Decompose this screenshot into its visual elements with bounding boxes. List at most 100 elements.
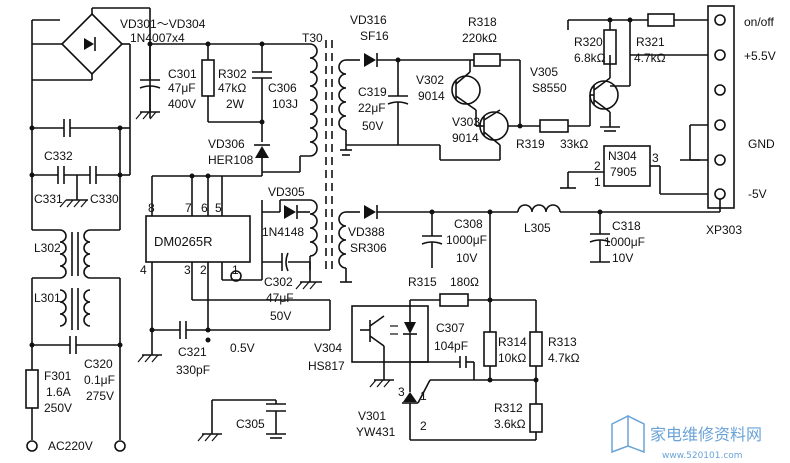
onoff-control [346, 13, 720, 161]
label-c301-v2: 400V [168, 97, 196, 111]
label-c307-v: 104pF [434, 339, 468, 353]
label-v05: 0.5V [230, 341, 255, 355]
label-c332: C332 [44, 149, 73, 163]
label-r302-v2: 2W [226, 97, 245, 111]
label-ac220: AC220V [48, 439, 93, 453]
label-vd305: VD305 [268, 185, 305, 199]
label-ic-p5: 5 [215, 201, 222, 215]
label-r318-v: 220kΩ [462, 31, 497, 45]
label-v305-type: S8550 [532, 81, 567, 95]
label-r320: R320 [574, 35, 603, 49]
label-t30: T30 [302, 31, 323, 45]
label-r315: R315 [408, 275, 437, 289]
label-r314: R314 [498, 335, 527, 349]
label-v305: V305 [530, 65, 558, 79]
label-c320-v1: 0.1μF [84, 373, 115, 387]
label-n304: N304 [608, 149, 637, 163]
label-xp303: XP303 [706, 223, 742, 237]
label-c302: C302 [264, 275, 293, 289]
label-c308-v1: 1000μF [446, 233, 487, 247]
label-r321: R321 [636, 35, 665, 49]
label-ic-p4: 4 [140, 263, 147, 277]
label-c319-v2: 50V [362, 119, 383, 133]
label-r302: R302 [218, 67, 247, 81]
label-r313: R313 [548, 335, 577, 349]
label-r302-v1: 47kΩ [218, 81, 246, 95]
label-v302-type: 9014 [418, 89, 445, 103]
label-pin-55: +5.5V [744, 49, 776, 63]
label-r315-v: 180Ω [450, 275, 479, 289]
label-f301-v1: 1.6A [46, 385, 71, 399]
book-logo-icon [611, 414, 629, 454]
label-vd301-type: 1N4007x4 [130, 31, 185, 45]
label-vd388: VD388 [348, 225, 385, 239]
label-ic-p1: 1 [232, 263, 239, 277]
label-v301-p1: 1 [420, 389, 427, 403]
label-r312: R312 [494, 401, 523, 415]
label-f301: F301 [44, 369, 72, 383]
label-n304-p2: 2 [594, 159, 601, 173]
label-pin-gnd: GND [748, 137, 775, 151]
label-pin-onoff: on/off [744, 15, 774, 29]
label-c321-v: 330pF [176, 363, 210, 377]
label-r320-v: 6.8kΩ [574, 51, 606, 65]
label-n304-p3: 3 [652, 151, 659, 165]
label-c320-v2: 275V [86, 389, 114, 403]
label-f301-v2: 250V [44, 401, 72, 415]
label-v303: V303 [452, 115, 480, 129]
connector-xp303 [707, 5, 735, 209]
label-l301: L301 [34, 291, 61, 305]
label-c306: C306 [268, 81, 297, 95]
label-c318-v1: 1000μF [604, 235, 645, 249]
label-c318-v2: 10V [612, 251, 633, 265]
regulator-n304 [560, 124, 720, 195]
label-vd388-type: SR306 [350, 241, 387, 255]
label-l305: L305 [524, 221, 551, 235]
ac-input-section [25, 7, 151, 452]
label-vd316-type: SF16 [360, 29, 389, 43]
label-c330: C330 [90, 192, 119, 206]
watermark-url: www.520101.com [662, 451, 743, 461]
label-c318: C318 [612, 219, 641, 233]
label-ic-p8: 8 [148, 201, 155, 215]
label-v301-p3: 3 [398, 385, 405, 399]
label-r319-v: 33kΩ [560, 137, 588, 151]
label-vd306-type: HER108 [208, 153, 254, 167]
feedback-loop [351, 293, 543, 441]
label-r314-v: 10kΩ [498, 351, 526, 365]
label-vd306: VD306 [208, 137, 245, 151]
label-c319-v1: 22μF [358, 101, 386, 115]
label-n304-p1: 1 [594, 175, 601, 189]
output-filter [364, 199, 721, 300]
label-c321: C321 [178, 345, 207, 359]
label-v301-p2: 2 [420, 419, 427, 433]
label-ic-name: DM0265R [154, 234, 213, 249]
watermark: 家电维修资料网 www.520101.com [611, 414, 762, 461]
label-r313-v: 4.7kΩ [548, 351, 580, 365]
label-r318: R318 [468, 15, 497, 29]
label-c320: C320 [84, 357, 113, 371]
label-ic-p3: 3 [184, 263, 191, 277]
label-l302: L302 [34, 241, 61, 255]
label-r321-v: 4.7kΩ [634, 51, 666, 65]
label-v304-type: HS817 [308, 359, 345, 373]
label-c331: C331 [34, 192, 63, 206]
label-ic-p7: 7 [185, 201, 192, 215]
primary-snubber [135, 41, 300, 173]
label-v301-type: YW431 [356, 425, 396, 439]
component-labels: VD301～VD304 1N4007x4 C301 47μF 400V R302… [34, 13, 776, 453]
label-vd305-type: 1N4148 [262, 225, 304, 239]
label-c305: C305 [236, 417, 265, 431]
capacitor-c305 [197, 399, 286, 442]
label-c306-v: 103J [272, 97, 298, 111]
label-c308: C308 [454, 217, 483, 231]
label-c301-v1: 47μF [168, 81, 196, 95]
label-ic-p6: 6 [201, 201, 208, 215]
label-v303-type: 9014 [452, 131, 479, 145]
label-c302-v2: 50V [270, 309, 291, 323]
label-c308-v2: 10V [456, 251, 477, 265]
label-c302-v1: 47μF [266, 291, 294, 305]
label-vd301: VD301～VD304 [120, 17, 206, 31]
label-ic-p2: 2 [200, 263, 207, 277]
